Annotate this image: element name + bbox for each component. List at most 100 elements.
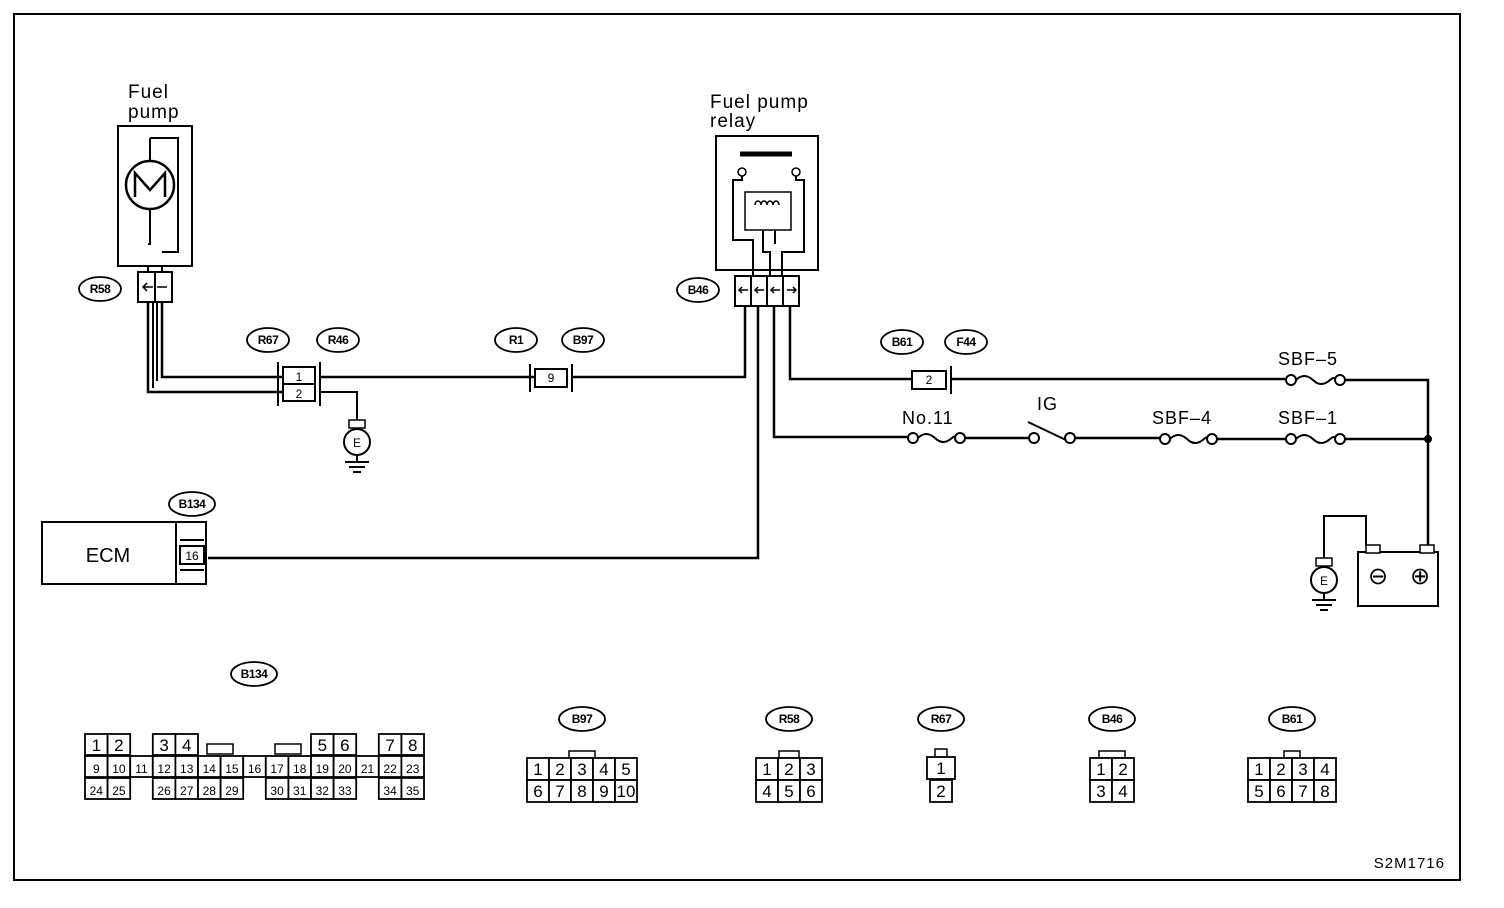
svg-text:4: 4	[762, 782, 771, 801]
svg-text:3: 3	[1096, 782, 1105, 801]
svg-text:32: 32	[316, 784, 330, 798]
svg-text:23: 23	[406, 762, 420, 776]
svg-text:4: 4	[599, 760, 608, 779]
pin-cell	[1313, 779, 1337, 803]
tag-b46: B46	[676, 277, 720, 303]
svg-text:20: 20	[338, 762, 352, 776]
pin-cell	[1111, 779, 1135, 803]
svg-text:1: 1	[1254, 760, 1263, 779]
fuel-pump-relay: Fuel pump relay	[710, 92, 819, 307]
wire-r46-ground	[320, 391, 358, 428]
svg-text:4: 4	[182, 736, 191, 755]
svg-text:19: 19	[316, 762, 330, 776]
svg-text:1: 1	[936, 759, 945, 778]
r67-r46-connector: 1 2	[277, 362, 321, 406]
svg-text:25: 25	[112, 784, 126, 798]
tag-r46: R46	[316, 327, 360, 353]
svg-text:R1: R1	[509, 333, 524, 347]
svg-text:11: 11	[135, 762, 148, 776]
svg-text:6: 6	[806, 782, 815, 801]
svg-text:9: 9	[599, 782, 608, 801]
motor-symbol	[133, 169, 167, 197]
svg-text:24: 24	[90, 784, 104, 798]
svg-text:B61: B61	[892, 335, 913, 349]
svg-text:R67: R67	[258, 333, 279, 347]
svg-text:16: 16	[185, 549, 199, 563]
fuse-sbf1: SBF–1	[1278, 408, 1346, 445]
wire-relay-to-ig	[772, 306, 908, 439]
fuel-pump: Fuel pump	[117, 82, 193, 303]
svg-text:13: 13	[180, 762, 194, 776]
svg-text:SBF–1: SBF–1	[1278, 408, 1338, 428]
svg-text:5: 5	[1254, 782, 1263, 801]
tag-r67: R67	[246, 327, 290, 353]
svg-text:3: 3	[159, 736, 168, 755]
svg-text:10: 10	[112, 762, 126, 776]
battery-ground-icon: E	[1310, 557, 1338, 611]
svg-text:2: 2	[936, 782, 945, 801]
svg-text:4: 4	[1118, 782, 1127, 801]
fuse-sbf4: SBF–4	[1152, 408, 1218, 445]
svg-text:27: 27	[180, 784, 194, 798]
junction-dot	[1424, 435, 1432, 443]
pin-cell	[400, 755, 425, 778]
svg-text:31: 31	[293, 784, 307, 798]
tag-r58: R58	[78, 276, 122, 302]
wire-relay-to-ecm	[208, 306, 760, 560]
svg-text:5: 5	[621, 760, 630, 779]
svg-text:3: 3	[1298, 760, 1307, 779]
face-tag-r58: R58	[765, 706, 813, 732]
svg-text:33: 33	[338, 784, 352, 798]
svg-text:7: 7	[385, 736, 394, 755]
ecm-label: ECM	[86, 545, 130, 567]
svg-text:35: 35	[406, 784, 420, 798]
svg-text:1: 1	[762, 760, 771, 779]
tag-b61: B61	[880, 329, 924, 355]
tag-r1: R1	[494, 327, 538, 353]
battery-plus: ⊕	[1410, 563, 1430, 590]
pin-cell	[400, 777, 425, 800]
svg-text:B97: B97	[573, 333, 594, 347]
svg-text:R58: R58	[779, 712, 800, 726]
relay-label-1: Fuel pump	[710, 92, 809, 113]
pin-cell	[106, 777, 132, 800]
svg-text:SBF–4: SBF–4	[1152, 408, 1212, 428]
face-r67: 12	[926, 748, 956, 803]
ground-icon: E	[343, 419, 371, 473]
svg-text:28: 28	[203, 784, 217, 798]
svg-text:R67: R67	[931, 712, 952, 726]
svg-text:E: E	[353, 436, 361, 450]
svg-text:14: 14	[203, 762, 217, 776]
svg-text:6: 6	[533, 782, 542, 801]
pin-cell	[332, 733, 358, 756]
svg-text:B61: B61	[1282, 712, 1303, 726]
svg-text:21: 21	[361, 762, 375, 776]
pin-cell	[614, 779, 638, 803]
wire-pump-to-r67-pin1	[160, 302, 283, 379]
svg-text:3: 3	[806, 760, 815, 779]
svg-text:R58: R58	[90, 282, 111, 296]
face-tag-b134: B134	[230, 661, 278, 687]
svg-text:7: 7	[1298, 782, 1307, 801]
svg-text:E: E	[1320, 574, 1328, 588]
svg-text:1: 1	[1096, 760, 1105, 779]
svg-text:2: 2	[296, 387, 303, 401]
tag-f44: F44	[944, 329, 988, 355]
pin-cell	[106, 733, 132, 756]
svg-text:9: 9	[93, 762, 100, 776]
svg-text:26: 26	[157, 784, 171, 798]
svg-text:17: 17	[270, 762, 284, 776]
ignition-switch: IG	[1027, 394, 1076, 444]
pin-cell	[400, 733, 425, 756]
wire-sbf5-to-battery	[1345, 378, 1430, 546]
face-tag-b46: B46	[1088, 706, 1136, 732]
svg-text:7: 7	[555, 782, 564, 801]
diagram-frame	[13, 13, 1461, 881]
svg-text:3: 3	[577, 760, 586, 779]
svg-text:6: 6	[1276, 782, 1285, 801]
